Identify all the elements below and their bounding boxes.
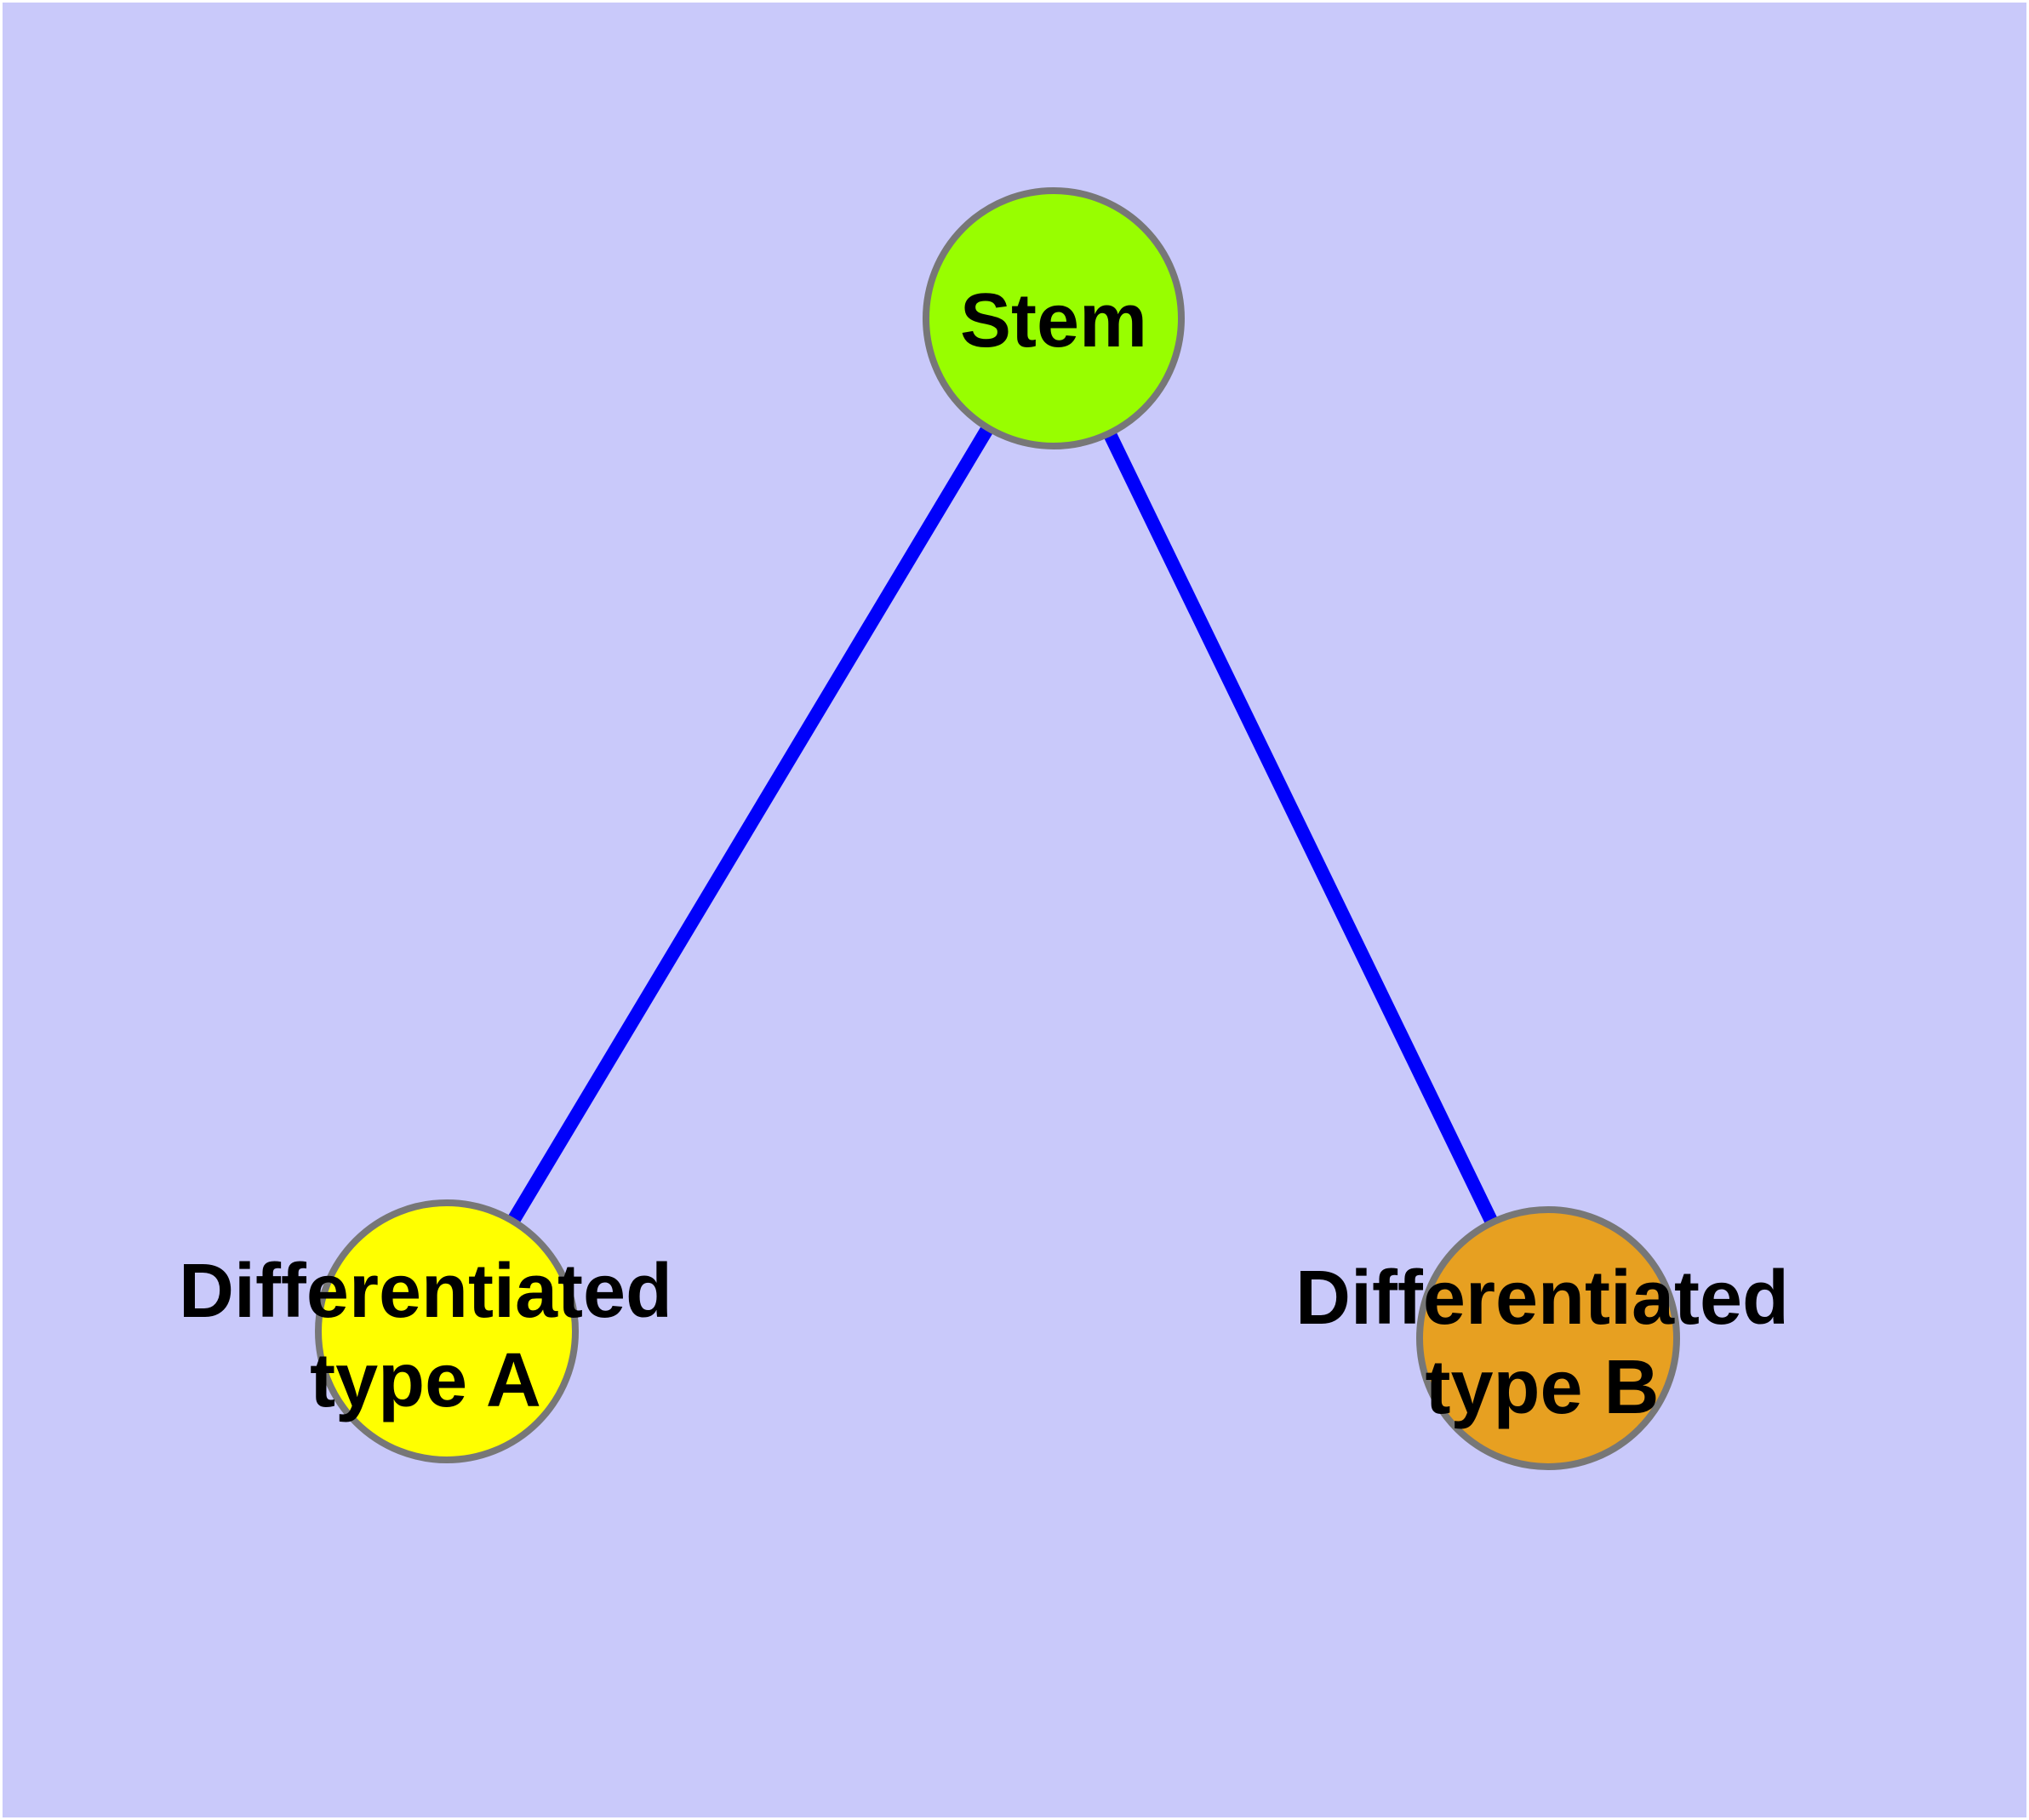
node-type-a-circle (315, 1199, 579, 1463)
node-type-a-label-line1: Differentiated (179, 1249, 672, 1334)
node-type-a-label-line2: type A (310, 1338, 541, 1423)
node-stem-label: Stem (960, 278, 1147, 363)
node-type-b-label-line1: Differentiated (1295, 1256, 1789, 1341)
node-type-b-label-line2: type B (1425, 1345, 1659, 1430)
edge-stem-to-type-b (1047, 315, 1555, 1342)
node-type-b-circle (1416, 1206, 1680, 1470)
edge-stem-to-type-a (441, 314, 1060, 1336)
node-stem-circle (923, 187, 1185, 449)
